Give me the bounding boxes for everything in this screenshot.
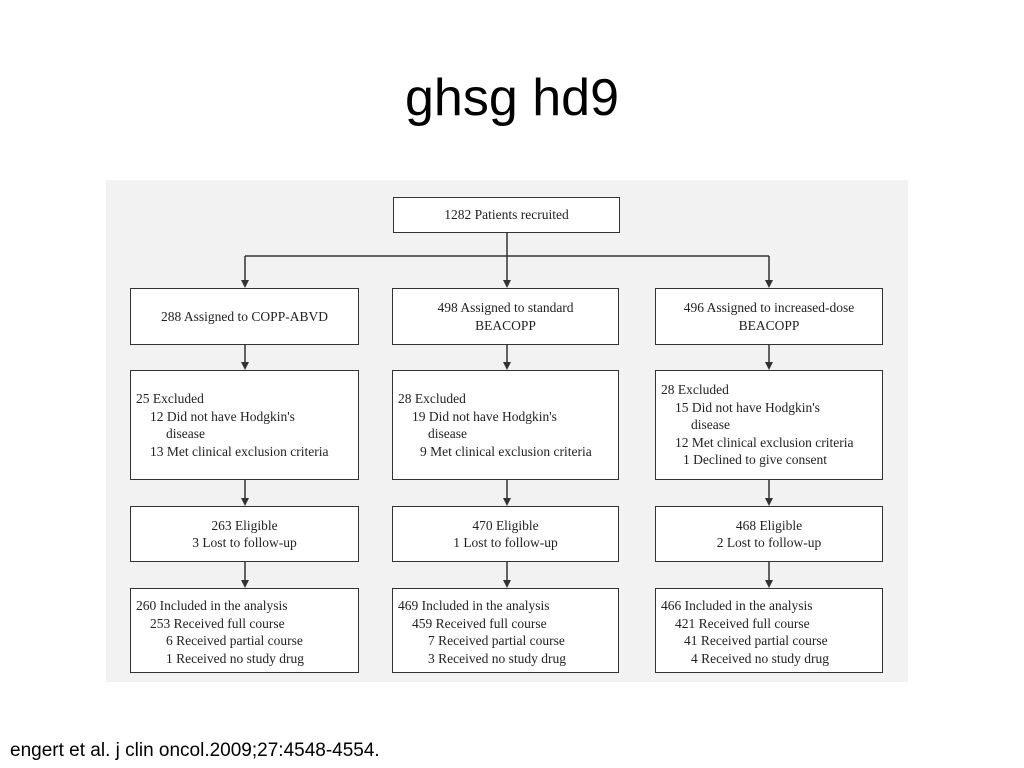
analysis-item: 6 Received partial course	[166, 633, 303, 648]
arm-standard-beacopp-assigned-box: 498 Assigned to standard BEACOPP	[392, 288, 619, 345]
arm-copp-abvd-analysis-box: 260 Included in the analysis 253 Receive…	[130, 588, 359, 673]
arrowhead	[241, 498, 249, 506]
analysis-item: 41 Received partial course	[684, 633, 828, 648]
arm-standard-beacopp-excluded-box: 28 Excluded 19 Did not have Hodgkin's di…	[392, 370, 619, 480]
analysis-head: 469 Included in the analysis	[398, 598, 550, 613]
arm-escalated-beacopp-assigned-box: 496 Assigned to increased-dose BEACOPP	[655, 288, 883, 345]
analysis-item: 3 Received no study drug	[428, 650, 566, 666]
assigned-text: 496 Assigned to increased-dose	[683, 300, 855, 315]
eligible-text: 468 Eligible	[735, 517, 803, 533]
analysis-item: 7 Received partial course	[428, 633, 565, 648]
excluded-item: 12 Met clinical exclusion criteria	[675, 434, 854, 450]
arrowhead	[765, 280, 773, 288]
analysis-item: 1 Received no study drug	[166, 650, 304, 666]
excluded-item: 19 Did not have Hodgkin's	[412, 408, 557, 424]
flowchart-connectors	[241, 232, 773, 588]
assigned-text: BEACOPP	[475, 317, 536, 333]
excluded-head: 25 Excluded	[136, 391, 204, 406]
arrowhead	[241, 280, 249, 288]
arm-standard-beacopp-analysis-box: 469 Included in the analysis 459 Receive…	[392, 588, 619, 673]
arm-escalated-beacopp-excluded-box: 28 Excluded 15 Did not have Hodgkin's di…	[655, 370, 883, 480]
arm-copp-abvd-assigned-box: 288 Assigned to COPP-ABVD	[130, 288, 359, 345]
excluded-head: 28 Excluded	[661, 382, 729, 397]
excluded-item: disease	[428, 426, 467, 441]
arrowhead	[241, 362, 249, 370]
recruited-box: 1282 Patients recruited	[393, 197, 620, 233]
arrowhead	[503, 280, 511, 288]
arm-escalated-beacopp-eligible-box: 468 Eligible 2 Lost to follow-up	[655, 506, 883, 562]
recruited-text: 1282 Patients recruited	[444, 207, 569, 223]
excluded-item: 9 Met clinical exclusion criteria	[420, 443, 592, 459]
assigned-text: BEACOPP	[738, 317, 800, 333]
lost-followup-text: 2 Lost to follow-up	[716, 535, 822, 550]
arrowhead	[503, 498, 511, 506]
lost-followup-text: 3 Lost to follow-up	[192, 535, 297, 550]
analysis-head: 260 Included in the analysis	[136, 598, 288, 613]
analysis-item: 459 Received full course	[412, 615, 547, 631]
analysis-item: 421 Received full course	[675, 615, 810, 631]
arrowhead	[503, 362, 511, 370]
arm-standard-beacopp-eligible-box: 470 Eligible 1 Lost to follow-up	[392, 506, 619, 562]
arm-copp-abvd-eligible-box: 263 Eligible 3 Lost to follow-up	[130, 506, 359, 562]
consort-flowchart: 1282 Patients recruited 288 Assigned to …	[106, 180, 908, 682]
slide-title: ghsg hd9	[405, 69, 619, 127]
analysis-item: 4 Received no study drug	[691, 650, 829, 666]
excluded-item: 12 Did not have Hodgkin's	[150, 408, 295, 424]
arrowhead	[765, 362, 773, 370]
assigned-text: 498 Assigned to standard	[437, 300, 574, 315]
excluded-head: 28 Excluded	[398, 391, 466, 406]
arrowhead	[765, 498, 773, 506]
excluded-item: disease	[166, 426, 205, 441]
excluded-item: disease	[691, 417, 730, 432]
eligible-text: 470 Eligible	[472, 517, 539, 533]
assigned-text: 288 Assigned to COPP-ABVD	[161, 308, 328, 324]
arrowhead	[503, 580, 511, 588]
citation: engert et al. j clin oncol.2009;27:4548-…	[10, 740, 380, 761]
excluded-item: 1 Declined to give consent	[683, 452, 827, 467]
excluded-item: 13 Met clinical exclusion criteria	[150, 443, 329, 459]
arm-copp-abvd-excluded-box: 25 Excluded 12 Did not have Hodgkin's di…	[130, 370, 359, 480]
excluded-item: 15 Did not have Hodgkin's	[675, 399, 820, 415]
arm-escalated-beacopp-analysis-box: 466 Included in the analysis 421 Receive…	[655, 588, 883, 673]
analysis-head: 466 Included in the analysis	[661, 598, 813, 613]
arrowhead	[765, 580, 773, 588]
analysis-item: 253 Received full course	[150, 615, 285, 631]
eligible-text: 263 Eligible	[211, 517, 278, 533]
lost-followup-text: 1 Lost to follow-up	[453, 535, 558, 550]
arrowhead	[241, 580, 249, 588]
